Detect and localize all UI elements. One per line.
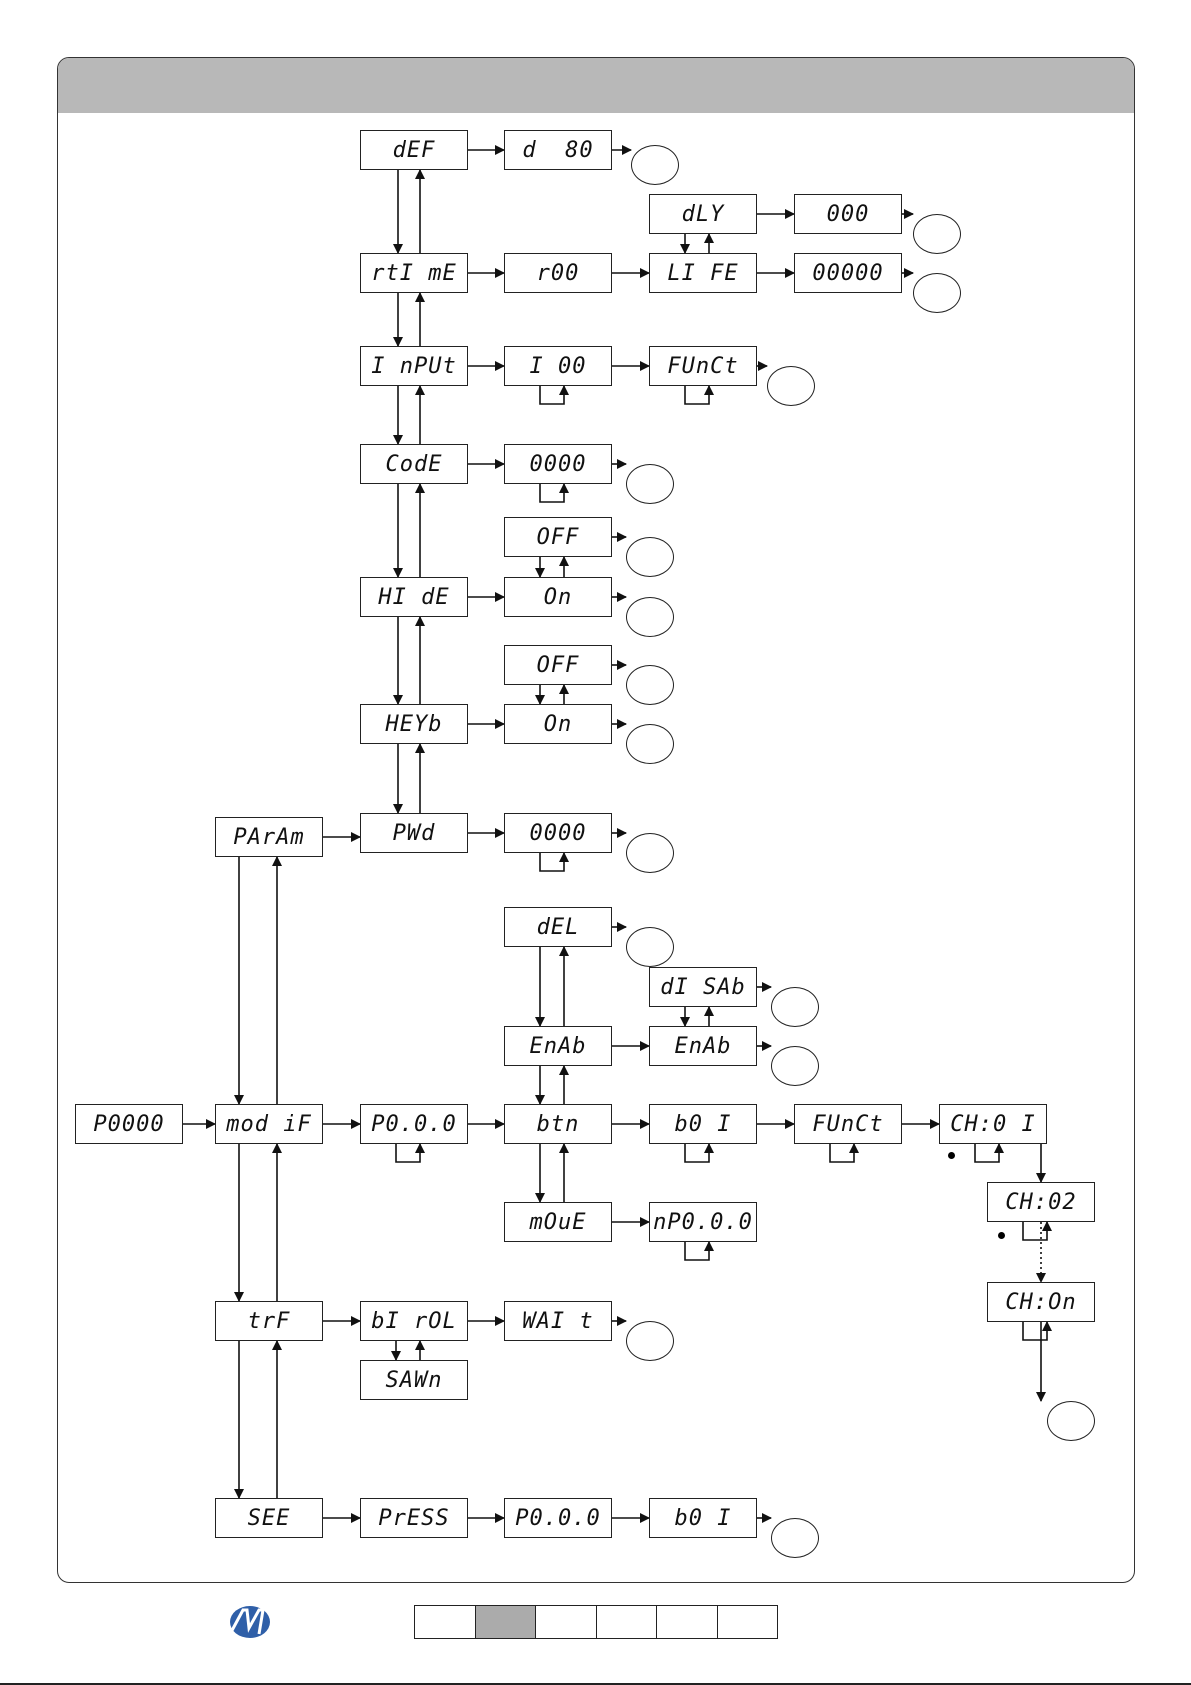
- display-life-val: 00000: [794, 253, 902, 293]
- page-slot: [657, 1606, 718, 1638]
- end-node-c-disab: [771, 987, 819, 1027]
- display-move: mOuE: [504, 1202, 612, 1242]
- end-node-c-kon: [626, 724, 674, 764]
- display-see: SEE: [215, 1498, 323, 1538]
- display-life: LI FE: [649, 253, 757, 293]
- end-node-c-life: [913, 273, 961, 313]
- display-wait: WAI t: [504, 1301, 612, 1341]
- display-keyb-off: OFF: [504, 645, 612, 685]
- end-node-c-see: [771, 1518, 819, 1558]
- end-node-c-funct: [767, 366, 815, 406]
- display-keyb: HEYb: [360, 704, 468, 744]
- end-node-c-pwd: [626, 833, 674, 873]
- connector-line: [830, 1144, 854, 1162]
- display-code-val: 0000: [504, 444, 612, 484]
- end-node-c-d80: [631, 145, 679, 185]
- display-pwd-val: 0000: [504, 813, 612, 853]
- connector-line: [540, 853, 564, 871]
- end-node-c-end: [1047, 1401, 1095, 1441]
- page-indicator: [414, 1605, 778, 1639]
- connector-line: [1023, 1222, 1047, 1240]
- display-def: dEF: [360, 130, 468, 170]
- page-slot: [597, 1606, 658, 1638]
- end-node-c-code: [626, 464, 674, 504]
- display-chon: CH:On: [987, 1282, 1095, 1322]
- connector-line: [685, 1144, 709, 1162]
- display-b01: b0 I: [649, 1104, 757, 1144]
- page-slot: [415, 1606, 476, 1638]
- display-press: PrESS: [360, 1498, 468, 1538]
- display-ch02: CH:02: [987, 1182, 1095, 1222]
- display-p0000: P0000: [75, 1104, 183, 1144]
- display-enab: EnAb: [504, 1026, 612, 1066]
- display-input: I nPUt: [360, 346, 468, 386]
- display-ch01: CH:0 I: [939, 1104, 1047, 1144]
- connector-line: [540, 386, 564, 404]
- display-enab2: EnAb: [649, 1026, 757, 1066]
- display-np000: nP0.0.0: [649, 1202, 757, 1242]
- end-node-c-koff: [626, 665, 674, 705]
- display-sawn: SAWn: [360, 1360, 468, 1400]
- display-keyb-on: On: [504, 704, 612, 744]
- display-dly-val: 000: [794, 194, 902, 234]
- display-hide-on: On: [504, 577, 612, 617]
- end-node-c-dly: [913, 214, 961, 254]
- display-hide: HI dE: [360, 577, 468, 617]
- end-node-c-enab: [771, 1046, 819, 1086]
- end-node-c-hon: [626, 597, 674, 637]
- connector-line: [685, 386, 709, 404]
- display-trf: trF: [215, 1301, 323, 1341]
- end-node-c-wait: [626, 1321, 674, 1361]
- display-p000-mod: P0.0.0: [360, 1104, 468, 1144]
- connector-line: [396, 1144, 420, 1162]
- display-b01-see: b0 I: [649, 1498, 757, 1538]
- connector-line: [1023, 1322, 1047, 1340]
- display-i00: I 00: [504, 346, 612, 386]
- display-pwd: PWd: [360, 813, 468, 853]
- display-modif: mod iF: [215, 1104, 323, 1144]
- page-slot-active: [476, 1606, 537, 1638]
- display-btn: btn: [504, 1104, 612, 1144]
- display-r00: r00: [504, 253, 612, 293]
- display-funct-b: FUnCt: [794, 1104, 902, 1144]
- display-p000-see: P0.0.0: [504, 1498, 612, 1538]
- display-code: CodE: [360, 444, 468, 484]
- display-hide-off: OFF: [504, 517, 612, 557]
- display-disab: dI SAb: [649, 967, 757, 1007]
- selection-dot: [998, 1232, 1005, 1239]
- display-dly: dLY: [649, 194, 757, 234]
- connector-line: [975, 1144, 999, 1162]
- end-node-c-del: [626, 927, 674, 967]
- display-funct-in: FUnCt: [649, 346, 757, 386]
- display-d80: d 80: [504, 130, 612, 170]
- logo-icon: [223, 1604, 273, 1640]
- display-param: PArAm: [215, 817, 323, 857]
- page-slot: [536, 1606, 597, 1638]
- display-rtime: rtI mE: [360, 253, 468, 293]
- connector-line: [540, 484, 564, 502]
- display-del: dEL: [504, 907, 612, 947]
- end-node-c-hoff: [626, 537, 674, 577]
- display-birol: bI rOL: [360, 1301, 468, 1341]
- connector-line: [685, 1242, 709, 1260]
- page-slot: [718, 1606, 778, 1638]
- selection-dot: [948, 1152, 955, 1159]
